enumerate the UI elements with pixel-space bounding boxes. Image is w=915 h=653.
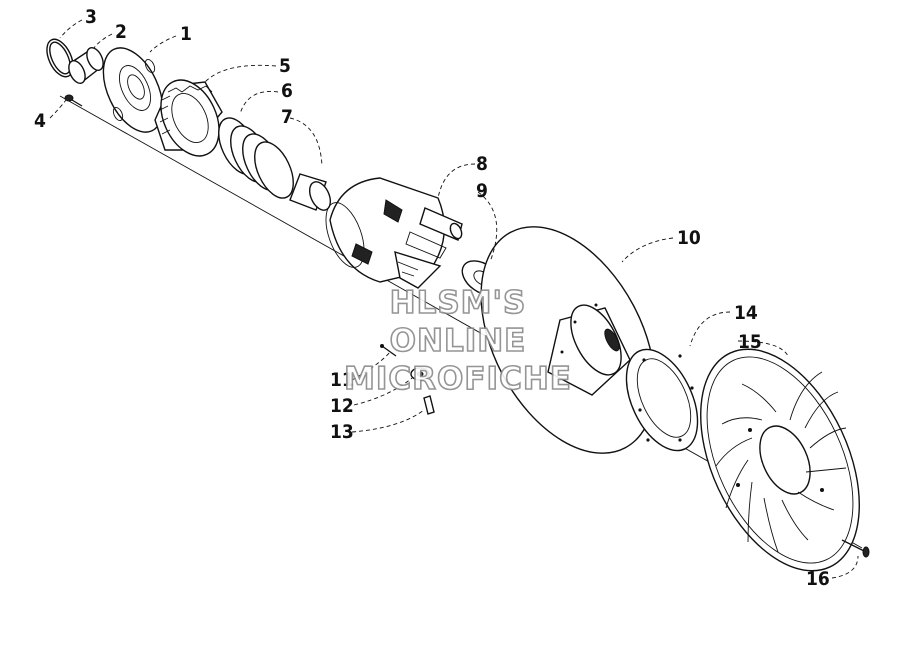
part-15-fan-plate <box>700 348 860 572</box>
callout-6: 6 <box>281 80 293 102</box>
callout-16: 16 <box>806 568 830 590</box>
watermark: HLSM'S ONLINE MICROFICHE <box>343 284 572 398</box>
callout-numbers: 3 2 1 4 5 6 7 8 9 10 11 12 13 14 15 16 <box>34 6 830 590</box>
part-4-screw <box>64 94 83 107</box>
callout-2: 2 <box>115 21 127 43</box>
part-6-spring <box>218 117 294 199</box>
part-14-gasket-ring <box>625 348 699 452</box>
callout-15: 15 <box>738 331 762 353</box>
part-7-sleeve <box>289 173 332 211</box>
callout-14: 14 <box>734 302 758 324</box>
callout-9: 9 <box>476 180 488 202</box>
part-5-roller-housing <box>154 79 223 157</box>
part-10-fixed-sheave <box>480 226 656 454</box>
callout-8: 8 <box>476 153 488 175</box>
watermark-line-3: MICROFICHE <box>344 361 572 397</box>
part-2-bushing <box>68 47 104 84</box>
callout-12: 12 <box>330 395 354 417</box>
callout-1: 1 <box>180 23 192 45</box>
callout-10: 10 <box>677 227 701 249</box>
part-13-pin <box>423 395 435 415</box>
part-8-movable-sheave-body <box>325 177 446 289</box>
part-16-bolt <box>841 539 870 558</box>
watermark-line-2: ONLINE <box>390 323 527 359</box>
part-3-snap-ring <box>46 38 74 78</box>
callout-7: 7 <box>281 106 293 128</box>
callout-11: 11 <box>330 369 354 391</box>
part-12-roller <box>410 367 430 381</box>
callout-3: 3 <box>85 6 97 28</box>
callout-4: 4 <box>34 110 46 132</box>
part-8-arm <box>405 207 463 259</box>
part-1-cover-plate <box>102 47 164 133</box>
part-11-pin <box>380 344 397 357</box>
callout-5: 5 <box>279 55 291 77</box>
leader-lines <box>49 19 859 579</box>
watermark-line-1: HLSM'S <box>390 285 527 321</box>
callout-13: 13 <box>330 421 354 443</box>
